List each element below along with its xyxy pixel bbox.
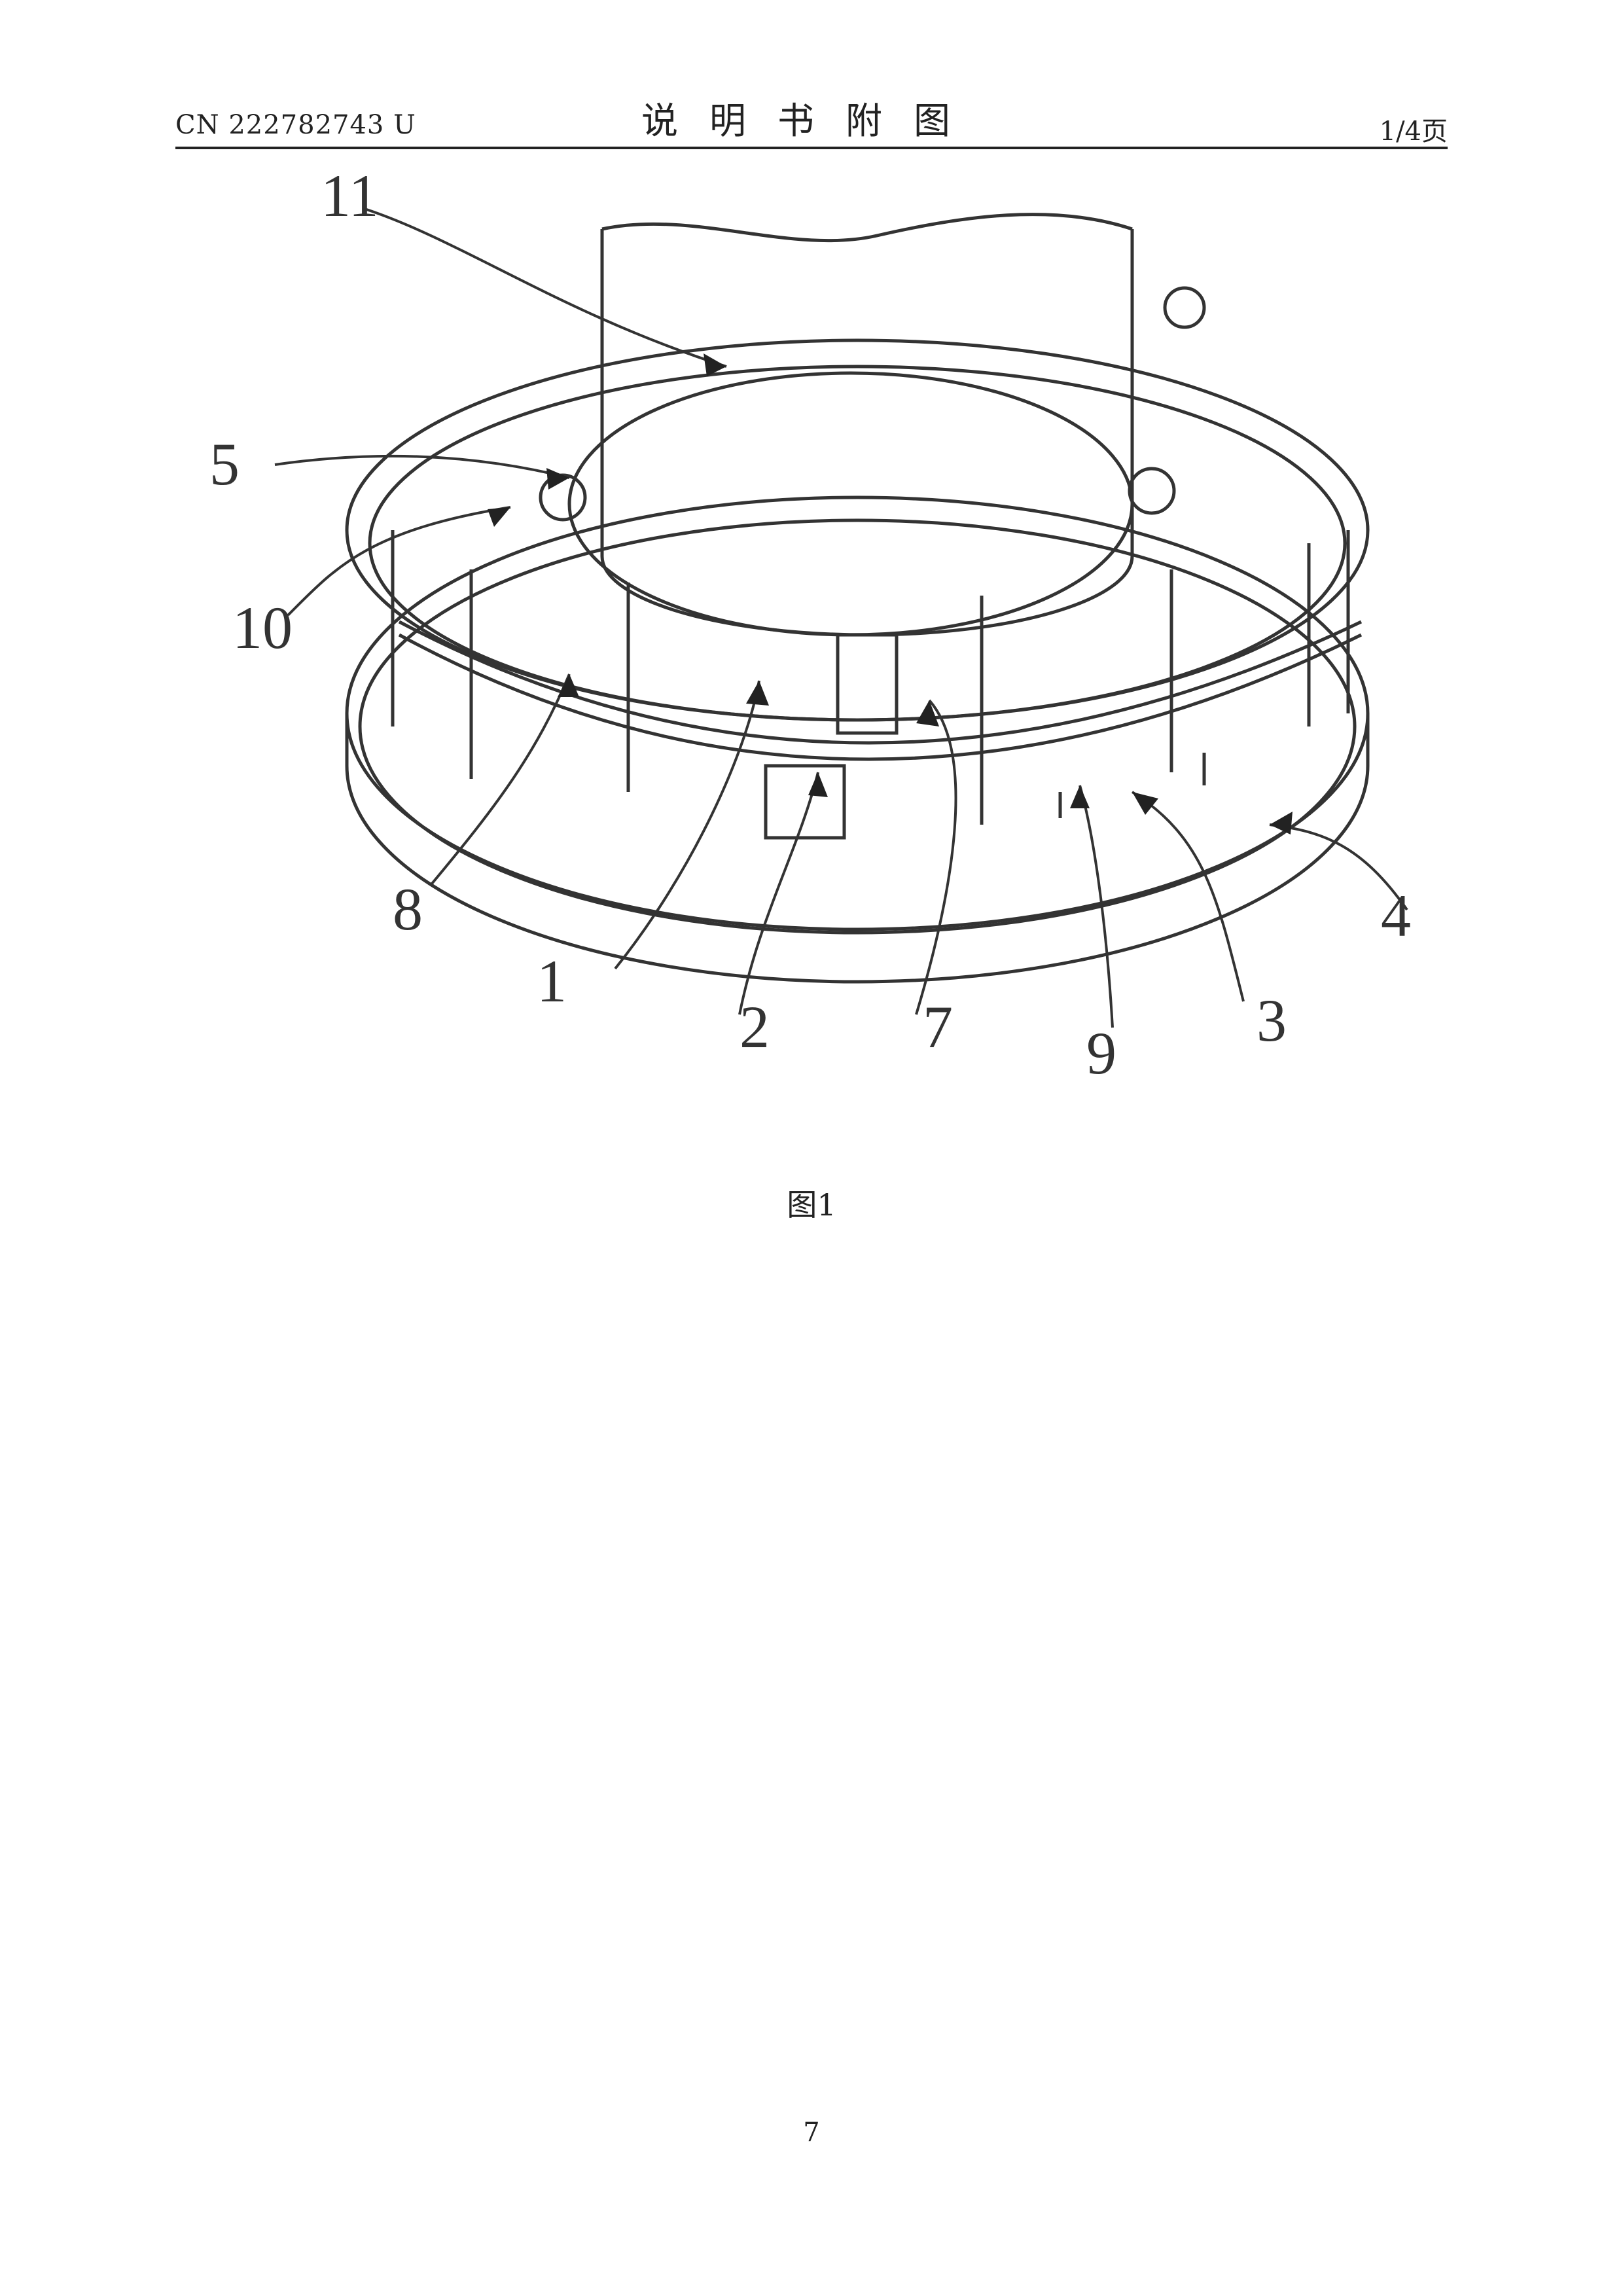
mechanical-drawing [347,215,1368,982]
leader-lines [275,209,1407,1028]
roller-right [1130,469,1174,513]
page-number: 7 [0,2117,1623,2147]
support-ring [399,635,1361,759]
callout-11: 11 [321,164,379,229]
callout-5: 5 [209,431,240,497]
callout-9: 9 [1086,1020,1116,1086]
callout-4: 4 [1381,882,1411,949]
callout-7: 7 [923,994,953,1060]
roller-left [541,475,585,520]
figure-drawing: 11 5 10 8 1 2 7 9 3 4 [170,164,1453,1158]
callout-1: 1 [537,948,567,1014]
bottom-block [766,766,844,838]
roller-top [1165,288,1204,327]
inner-ring [569,373,1132,635]
outer-ring [347,497,1368,929]
header-divider [175,147,1448,149]
callout-3: 3 [1257,987,1287,1054]
figure-caption: 图1 [0,1181,1623,1225]
patent-figure: 11 5 10 8 1 2 7 9 3 4 [170,164,1453,1158]
callout-8: 8 [393,876,423,942]
support-posts [471,543,1309,825]
callout-2: 2 [740,994,770,1060]
callout-10: 10 [232,594,293,661]
page-count: 1/4页 [1380,110,1448,148]
column [602,229,1132,556]
